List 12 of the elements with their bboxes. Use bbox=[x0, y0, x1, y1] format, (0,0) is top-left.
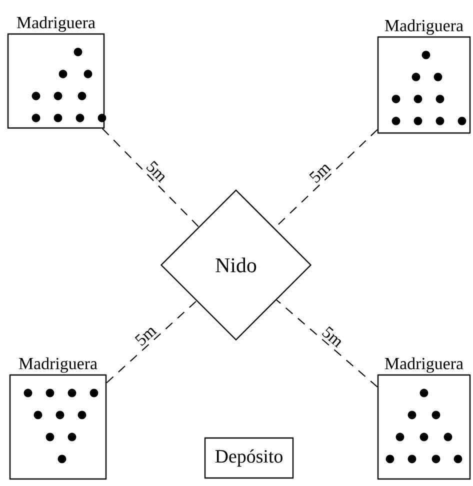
distance-label: 5m bbox=[134, 328, 158, 346]
distance-label: 5m bbox=[322, 326, 341, 348]
dashed-line bbox=[276, 300, 378, 388]
burrow-label: Madriguera bbox=[18, 357, 98, 373]
burrow-label: Madriguera bbox=[384, 19, 464, 35]
dashed-line bbox=[102, 128, 199, 228]
burrow-label: Madriguera bbox=[16, 16, 96, 32]
deposit-box: Depósito bbox=[204, 437, 294, 479]
burrow-label: Madriguera bbox=[384, 357, 464, 373]
dashed-line bbox=[106, 300, 197, 384]
distance-label: 5m bbox=[309, 164, 332, 183]
distance-label: 5m bbox=[146, 160, 165, 183]
